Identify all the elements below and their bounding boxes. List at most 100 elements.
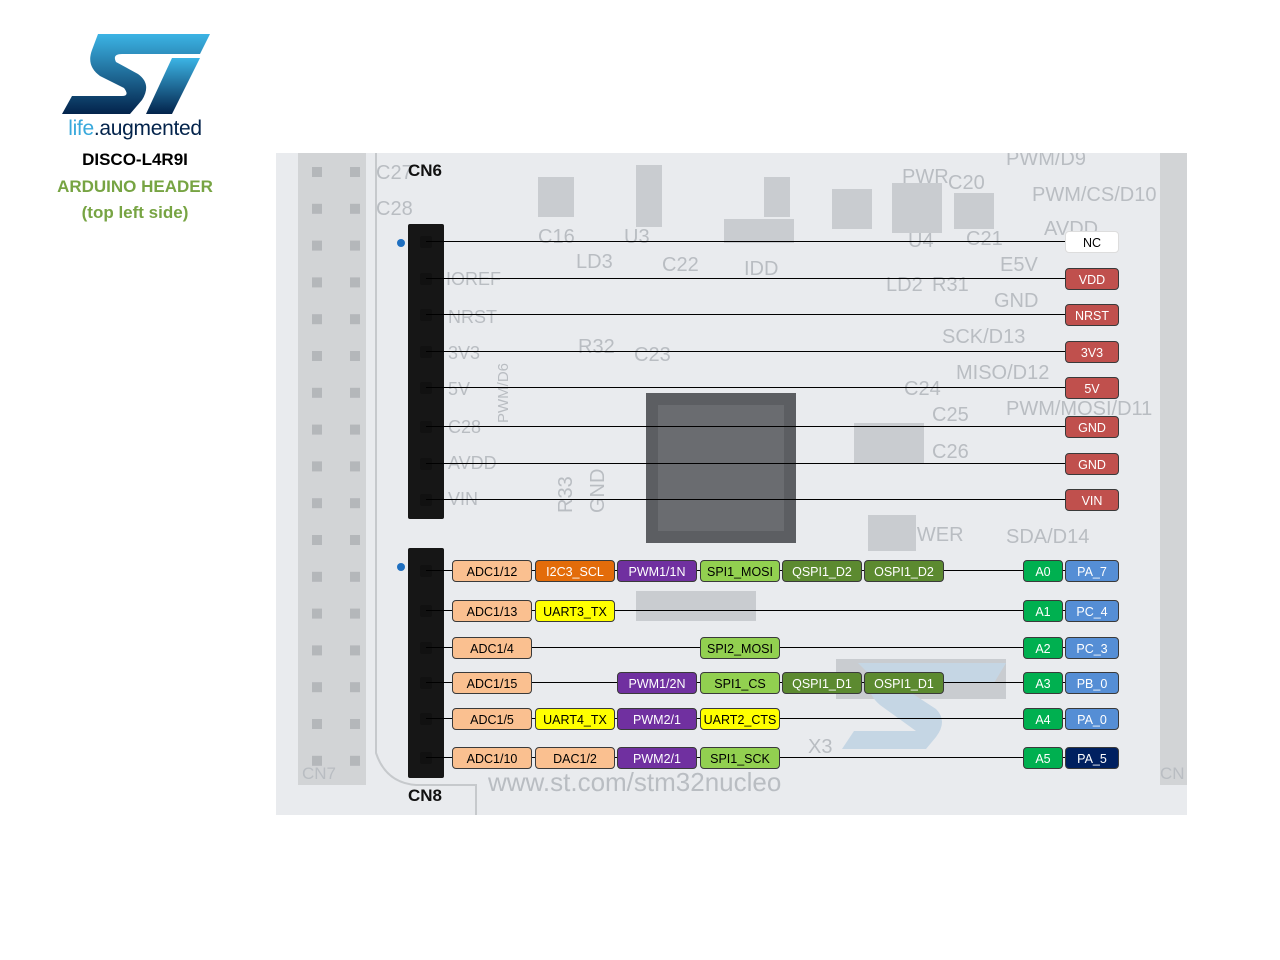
header-pin	[350, 535, 360, 545]
pin-function-label: ADC1/4	[452, 637, 532, 659]
header-pin	[350, 277, 360, 288]
silk-mosi: SCK/D13	[942, 326, 1025, 348]
header-pin	[312, 608, 322, 619]
silk-gnd-top: C28	[376, 198, 413, 220]
header-pin	[350, 461, 360, 472]
pin-function-label: ADC1/10	[452, 747, 532, 769]
cn6-pin-line	[426, 499, 1065, 500]
right-pin-header	[1160, 153, 1187, 785]
silk-c21: C21	[966, 228, 1003, 250]
silk-c16: C16	[538, 226, 575, 248]
header-pin	[312, 535, 322, 545]
pin-function-label: DAC1/2	[535, 747, 615, 769]
header-pin	[312, 461, 322, 472]
header-pin	[350, 719, 360, 729]
silk-ld3: LD3	[576, 251, 613, 273]
silk-c22: C22	[662, 254, 699, 276]
cn6-pin-label: NC	[1065, 231, 1119, 253]
pin-function-label: OSPI1_D1	[864, 672, 944, 694]
cn6-pin-dot	[420, 273, 432, 285]
cn8-pin-dot	[420, 642, 432, 654]
cn6-pin-dot	[420, 236, 432, 248]
connector-label-cn6: CN6	[408, 161, 443, 180]
silk-cs: MISO/D12	[956, 362, 1049, 384]
port-pin-label: PA_0	[1065, 708, 1119, 730]
header-pin	[350, 424, 360, 435]
header-pin	[350, 571, 360, 582]
silk-miso: GND	[994, 290, 1038, 312]
header-pin	[312, 277, 322, 288]
cn6-pin-label: VIN	[1065, 489, 1119, 511]
silk-r32: R32	[578, 336, 615, 358]
header-pin	[350, 314, 360, 325]
pin-function-label: PWM2/1	[617, 708, 697, 730]
cn6-pin-line	[426, 387, 1065, 388]
silk-3v3: 3V3	[448, 343, 480, 363]
logo-tagline: life.augmented	[68, 117, 202, 140]
header-pin	[312, 571, 322, 582]
arduino-pin-label: A3	[1023, 672, 1063, 694]
header-pin	[350, 498, 360, 509]
cn6-pin-dot	[420, 421, 432, 433]
header-pin	[312, 682, 322, 693]
pin1-marker-cn8	[397, 563, 405, 571]
cn8-pin-dot	[420, 605, 432, 617]
arduino-pin-label: A0	[1023, 560, 1063, 582]
cn6-pin-label: 5V	[1065, 377, 1119, 399]
arduino-pin-label: A5	[1023, 747, 1063, 769]
port-pin-label: PB_0	[1065, 672, 1119, 694]
silk-url: www.st.com/stm32nucleo	[487, 767, 781, 797]
cn6-pin-dot	[420, 494, 432, 506]
silk-d6: SDA/D14	[1006, 526, 1089, 548]
cn6-pin-line	[426, 426, 1065, 427]
silk-r31: R31	[932, 274, 969, 296]
cn6-pin-label: 3V3	[1065, 341, 1119, 363]
silk-u3: U3	[624, 226, 650, 248]
pin-function-label: PWM1/1N	[617, 560, 697, 582]
silk-x3: X3	[808, 736, 832, 758]
cn6-pin-label: GND	[1065, 453, 1119, 475]
pin-function-label: UART3_TX	[535, 600, 615, 622]
arduino-pin-label: A1	[1023, 600, 1063, 622]
silk-r33: R33	[555, 476, 577, 513]
header-pin	[350, 351, 360, 361]
silk-idd: IDD	[744, 258, 778, 280]
pin-function-label: ADC1/12	[452, 560, 532, 582]
header-pin	[350, 203, 360, 214]
silk-pwr: PWR	[902, 166, 949, 188]
silk-left-header: CN7	[302, 764, 336, 783]
header-pin	[350, 608, 360, 619]
cn6-pin-dot	[420, 309, 432, 321]
header-pin	[312, 387, 322, 398]
silk-sda: PWM/D9	[1006, 153, 1086, 170]
pin-function-label: SPI1_SCK	[700, 747, 780, 769]
cn6-pin-dot	[420, 458, 432, 470]
pin-function-label: QSPI1_D1	[782, 672, 862, 694]
header-pin	[350, 645, 360, 656]
cn6-pin-line	[426, 314, 1065, 315]
header-pin	[350, 240, 360, 251]
silk-c20: C20	[948, 172, 985, 194]
header-pin	[350, 387, 360, 398]
header-pin	[312, 498, 322, 509]
header-title: ARDUINO HEADER	[57, 177, 213, 196]
header-pin	[350, 755, 360, 766]
header-pin	[312, 203, 322, 214]
st-logo-block: life.augmented DISCO-L4R9I ARDUINO HEADE…	[40, 25, 230, 235]
header-pin	[350, 682, 360, 693]
cn8-pin-dot	[420, 677, 432, 689]
pin-function-label: SPI1_MOSI	[700, 560, 780, 582]
header-pin	[312, 351, 322, 361]
port-pin-label: PC_4	[1065, 600, 1119, 622]
cn8-pin-dot	[420, 565, 432, 577]
cn6-pin-label: GND	[1065, 416, 1119, 438]
header-pin	[312, 314, 322, 325]
cn6-pin-line	[426, 241, 1065, 242]
silk-sck: E5V	[1000, 254, 1038, 276]
header-pin	[350, 167, 360, 177]
pin1-marker-cn6	[397, 239, 405, 247]
pin-function-label: UART2_CTS	[700, 708, 780, 730]
arduino-pin-label: A2	[1023, 637, 1063, 659]
pin-function-label: SPI2_MOSI	[700, 637, 780, 659]
pin-function-label: I2C3_SCL	[535, 560, 615, 582]
